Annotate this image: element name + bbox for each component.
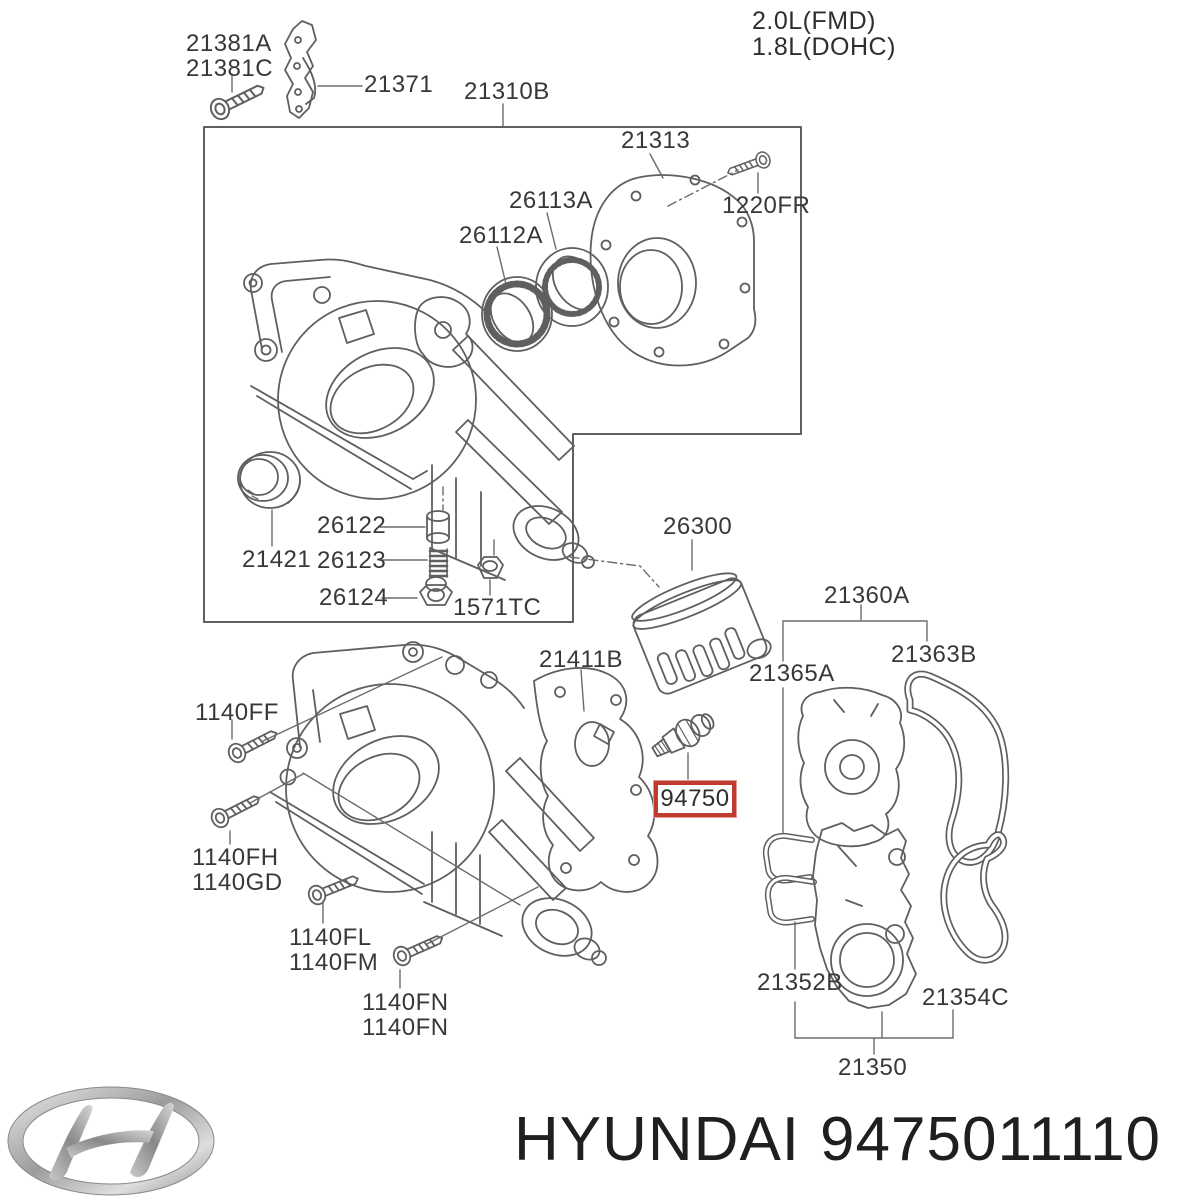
footer-part-number: 9475011110 xyxy=(820,1105,1162,1174)
part-drawing-lower-cover-21350 xyxy=(812,822,917,1009)
hyundai-logo xyxy=(7,1086,215,1196)
part-label-21350: 21350 xyxy=(838,1054,908,1081)
part-label-21381: 21381A 21381C xyxy=(186,30,274,83)
part-drawing-upper-cover-21365a xyxy=(797,686,906,848)
engine-code-18l-dohc: 1.8L(DOHC) xyxy=(752,33,896,62)
part-drawing-gear-26112a xyxy=(481,276,553,352)
part-drawing-spring-26123 xyxy=(428,548,449,578)
part-drawing-oil-filter-26300 xyxy=(631,572,772,695)
part-label-21365a: 21365A xyxy=(749,660,835,687)
part-drawing-bracket-21371 xyxy=(284,20,317,119)
part-label-1140gd: 1140GD xyxy=(192,869,283,897)
hyundai-logo-h xyxy=(49,1102,174,1181)
part-label-21371: 21371 xyxy=(364,71,434,98)
part-label-1140fn-2: 1140FN xyxy=(362,1014,449,1042)
part-label-21421: 21421 xyxy=(242,546,312,573)
part-label-26300: 26300 xyxy=(663,513,733,540)
part-label-1140fl-fm: 1140FL 1140FM xyxy=(289,924,379,977)
part-drawing-gasket-21363b xyxy=(904,670,1010,866)
part-drawing-cap-nut-26124 xyxy=(419,576,453,606)
bolt-drawing-1140fh xyxy=(207,788,265,831)
part-label-1140fn-1: 1140FN xyxy=(362,989,449,1016)
part-drawing-gear-26113a xyxy=(535,247,609,327)
part-drawing-gasket-21352b xyxy=(762,832,817,926)
part-label-1140fm: 1140FM xyxy=(289,949,379,977)
part-drawing-oil-pump-case-21310b xyxy=(243,258,595,581)
part-label-21354c: 21354C xyxy=(922,984,1010,1011)
bolt-drawing-1140fn xyxy=(389,928,447,969)
part-label-26124: 26124 xyxy=(319,584,389,611)
part-label-26123: 26123 xyxy=(317,547,387,574)
part-label-26113a: 26113A xyxy=(509,187,593,214)
part-drawing-front-case-assembly xyxy=(269,641,607,966)
part-drawing-gasket-21411b xyxy=(533,667,659,893)
bolt-drawing-1220fr xyxy=(724,149,773,182)
assembly-box-21310b xyxy=(203,126,802,623)
part-label-1140fh: 1140FH xyxy=(192,844,279,871)
part-label-1140fn: 1140FN 1140FN xyxy=(362,989,449,1042)
part-drawing-gasket-21354c xyxy=(940,831,1009,964)
part-label-26112a: 26112A xyxy=(459,222,543,249)
part-label-1220fr: 1220FR xyxy=(722,192,811,219)
part-label-21381c: 21381C xyxy=(186,55,274,83)
part-label-26122: 26122 xyxy=(317,512,387,539)
part-label-1571tc: 1571TC xyxy=(453,594,542,621)
part-label-21352b: 21352B xyxy=(757,969,843,996)
part-label-21310b: 21310B xyxy=(464,78,550,105)
engine-code-20l-fmd: 2.0L(FMD) xyxy=(752,7,876,35)
part-drawing-oil-seal-21421 xyxy=(237,451,301,509)
part-label-1140fh-gd: 1140FH 1140GD xyxy=(192,844,283,897)
part-label-1140fl: 1140FL xyxy=(289,924,372,951)
highlighted-part-box-94750: 94750 xyxy=(654,781,736,817)
part-drawing-nut-1571tc xyxy=(477,556,504,579)
part-label-21363b: 21363B xyxy=(891,641,977,668)
engine-variant-codes: 2.0L(FMD) 1.8L(DOHC) xyxy=(752,8,896,61)
part-label-1140ff: 1140FF xyxy=(195,699,279,726)
part-label-94750: 94750 xyxy=(660,785,730,812)
part-drawing-sensor-94750 xyxy=(651,713,715,758)
part-label-21360a: 21360A xyxy=(824,582,910,609)
part-drawing-cover-plate-21313 xyxy=(589,174,757,367)
part-label-21313: 21313 xyxy=(621,127,691,154)
part-label-21381a: 21381A xyxy=(186,30,272,57)
part-drawing-plug-26122 xyxy=(426,510,450,544)
brand-name: HYUNDAI xyxy=(514,1105,801,1174)
bolt-drawing-1140ff xyxy=(224,723,282,766)
part-label-21411b: 21411B xyxy=(539,646,623,673)
leader-lines xyxy=(229,73,954,1055)
footer-caption: HYUNDAI 9475011110 xyxy=(514,1104,1161,1175)
bolt-drawing-21381 xyxy=(206,77,270,124)
